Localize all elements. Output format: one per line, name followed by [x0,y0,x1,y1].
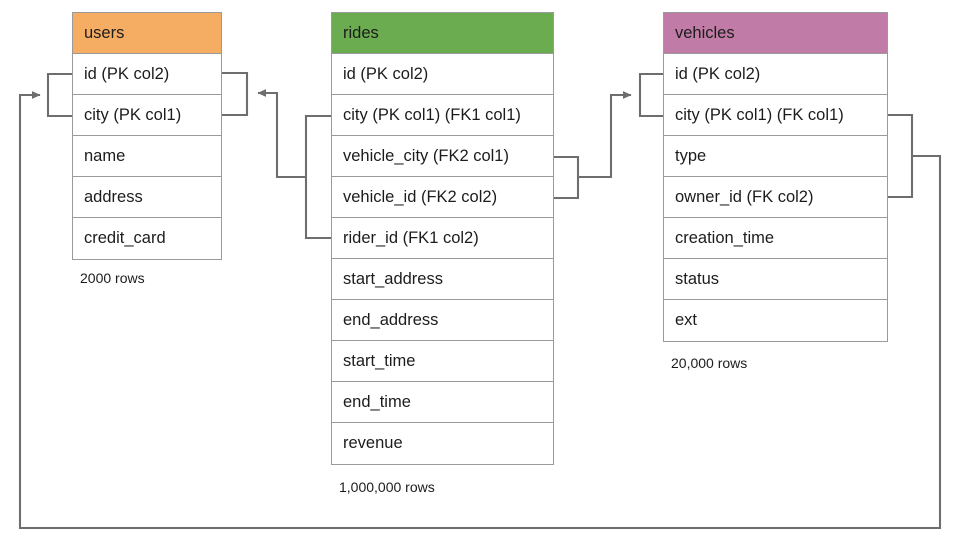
connector-fk1-rides-left-bracket [304,114,331,240]
table-rides-column-rider-id: rider_id (FK1 col2) [332,218,553,259]
table-vehicles-column-city: city (PK col1) (FK col1) [664,95,887,136]
table-rides-column-city: city (PK col1) (FK1 col1) [332,95,553,136]
table-rides-column-vehicle-city: vehicle_city (FK2 col1) [332,136,553,177]
table-vehicles-column-type: type [664,136,887,177]
connector-fk2-vehicles-left-bracket [638,72,663,118]
connector-fk1-users-right-bracket [222,71,249,117]
table-users-column-address: address [73,177,221,218]
connector-fk2-path [578,91,632,179]
table-rides-column-end-address: end_address [332,300,553,341]
table-rides-column-end-time: end_time [332,382,553,423]
table-users-row-count: 2000 rows [80,270,145,286]
table-rides-column-vehicle-id: vehicle_id (FK2 col2) [332,177,553,218]
table-users-column-credit-card: credit_card [73,218,221,259]
table-vehicles-column-status: status [664,259,887,300]
table-users-title: users [73,13,221,54]
table-rides-column-id: id (PK col2) [332,54,553,95]
table-users-column-name: name [73,136,221,177]
table-vehicles-row-count: 20,000 rows [671,355,748,371]
table-users[interactable]: users id (PK col2) city (PK col1) name a… [72,12,222,260]
connector-owner-vehicles-right-bracket [888,113,914,199]
connector-fk2-rides-right-bracket [554,155,580,200]
table-rides[interactable]: rides id (PK col2) city (PK col1) (FK1 c… [331,12,554,465]
table-rides-row-count: 1,000,000 rows [339,479,435,495]
table-vehicles[interactable]: vehicles id (PK col2) city (PK col1) (FK… [663,12,888,342]
table-vehicles-title: vehicles [664,13,887,54]
table-vehicles-column-id: id (PK col2) [664,54,887,95]
table-rides-column-start-time: start_time [332,341,553,382]
table-rides-title: rides [332,13,553,54]
table-vehicles-column-creation-time: creation_time [664,218,887,259]
table-users-column-city: city (PK col1) [73,95,221,136]
table-rides-column-start-address: start_address [332,259,553,300]
table-vehicles-column-owner-id: owner_id (FK col2) [664,177,887,218]
table-rides-column-revenue: revenue [332,423,553,464]
table-vehicles-column-ext: ext [664,300,887,341]
connector-fk1-users-left-bracket [46,72,72,118]
table-users-column-id: id (PK col2) [73,54,221,95]
connector-fk1-path [257,89,306,179]
